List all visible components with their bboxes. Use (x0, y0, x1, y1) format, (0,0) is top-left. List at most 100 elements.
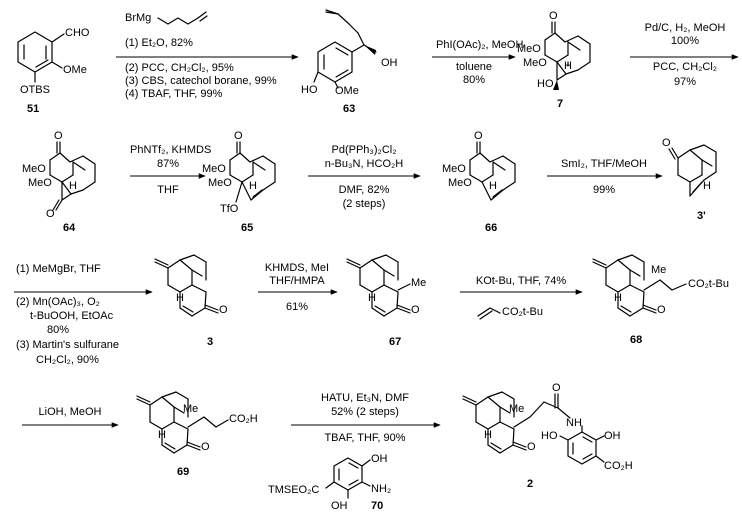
structure-3-prime (668, 144, 717, 197)
step7-condition-2: (2) Mn(OAc)₃, O₂ (16, 296, 100, 308)
step7-condition-5: (3) Martin's sulfurane (16, 339, 119, 351)
step6-yield: 99% (592, 184, 616, 196)
step7-condition-4: 80% (47, 324, 70, 336)
compound-number-66: 66 (485, 222, 498, 234)
atom-o-69: O (201, 441, 210, 453)
compound-number-69: 69 (177, 466, 190, 478)
structure-68 (592, 254, 687, 317)
step3-oxidation: PCC, CH₂Cl₂ (652, 61, 718, 73)
step2-reagent: PhI(OAc)₂, MeOH (436, 39, 524, 51)
step8-yield: 61% (285, 301, 309, 313)
step2-yield: 80% (462, 74, 486, 86)
step10-reagent: LiOH, MeOH (38, 406, 102, 418)
step7-condition-6: CH₂Cl₂, 90% (36, 354, 99, 366)
structure-51 (17, 31, 65, 83)
wedge-63 (364, 45, 376, 55)
step1-condition-4: (4) TBAF, THF, 99% (125, 88, 223, 100)
acrylate-reagent (477, 307, 501, 320)
wedge-7 (553, 80, 559, 90)
step11-coupling: HATU, Et₃N, DMF (321, 392, 409, 404)
structure-67 (346, 254, 411, 317)
atom-h-7: H (564, 60, 572, 72)
atom-co2tbu-68: CO₂t-Bu (688, 278, 729, 290)
atom-h-67: H (368, 292, 376, 304)
compound-number-68: 68 (630, 334, 643, 346)
atom-meo-7a: MeO (517, 43, 541, 55)
atom-o-64-bottom: O (46, 208, 55, 220)
atom-o-3: O (219, 304, 228, 316)
atom-meo-66a: MeO (442, 163, 466, 175)
structure-2 (462, 391, 605, 465)
atom-ho-2: HO (541, 430, 558, 442)
step8-reagent: KHMDS, MeI (264, 262, 330, 274)
compound-number-65: 65 (241, 222, 254, 234)
atom-me-67: Me (411, 277, 427, 289)
compound-number-2: 2 (527, 478, 534, 490)
atom-o-67: O (411, 304, 420, 316)
step4-solvent: THF (157, 184, 179, 196)
atom-o-3-prime: O (662, 137, 671, 149)
atom-nh-2: NH (566, 417, 582, 429)
structure-66 (469, 141, 516, 201)
step7-condition-1: (1) MeMgBr, THF (16, 263, 101, 275)
atom-h-2: H (484, 429, 492, 441)
structure-64 (49, 141, 96, 211)
step2-solvent: toluene (455, 61, 493, 73)
atom-tfo-65: TfO (220, 203, 239, 215)
atom-oh-70-top: OH (371, 453, 388, 465)
step6-reagent: SmI₂, THF/MeOH (561, 158, 647, 170)
compound-number-70: 70 (371, 500, 384, 512)
step5-catalyst: Pd(PPh₃)₂Cl₂ (331, 144, 397, 156)
atom-meo-64b: MeO (28, 177, 52, 189)
step7-condition-3: t-BuOOH, EtOAc (30, 310, 114, 322)
structure-69 (136, 391, 229, 454)
compound-number-67: 67 (389, 336, 402, 348)
atom-ome-63: OMe (335, 85, 359, 97)
atom-o-2-amide: O (552, 382, 561, 394)
step1-condition-2: (2) PCC, CH₂Cl₂, 95% (125, 62, 234, 74)
step8-solvent: THF/HMPA (269, 275, 325, 287)
step3-reagent: Pd/C, H₂, MeOH (644, 22, 726, 34)
atom-meo-65a: MeO (202, 163, 226, 175)
atom-oh-63: OH (381, 57, 398, 69)
step1-condition-3: (3) CBS, catechol borane, 99% (125, 75, 277, 87)
atom-co2h-2: CO₂H (604, 460, 633, 472)
structure-7 (544, 21, 591, 81)
step1-grignard: BrMg (125, 12, 152, 24)
structure-63 (313, 9, 377, 89)
atom-h-65: H (249, 180, 257, 192)
step5-solvent: DMF, 82% (338, 184, 390, 196)
structure-70 (325, 457, 371, 499)
atom-h-3-prime: H (703, 180, 711, 192)
compound-number-63: 63 (343, 103, 356, 115)
atom-meo-65b: MeO (208, 177, 232, 189)
compound-number-7: 7 (557, 98, 564, 110)
atom-ome-51: OMe (63, 64, 87, 76)
pentenyl-chain (157, 11, 208, 25)
compound-number-51: 51 (27, 103, 40, 115)
step4-reagent: PhNTf₂, KHMDS (130, 144, 212, 156)
step11-yield: 52% (2 steps) (331, 406, 399, 418)
atom-oh-2-top: OH (604, 430, 621, 442)
step1-condition-1: (1) Et₂O, 82% (125, 37, 193, 49)
atom-o-2-ketone: O (527, 441, 536, 453)
structure-3 (154, 254, 219, 317)
atom-ho-7: HO (537, 78, 554, 90)
atom-o-7: O (549, 10, 558, 22)
atom-ho-63: HO (301, 84, 318, 96)
atom-o-68: O (657, 304, 666, 316)
atom-me-2: Me (509, 403, 525, 415)
step9-base: KOt-Bu, THF, 74% (475, 275, 567, 287)
step5-steps: (2 steps) (342, 198, 386, 210)
atom-cho-51: CHO (65, 27, 90, 39)
step4-yield: 87% (156, 158, 180, 170)
atom-meo-64a: MeO (22, 163, 46, 175)
step11-deprotection: TBAF, THF, 90% (324, 432, 406, 444)
step3-yield-bottom: 97% (673, 76, 697, 88)
atom-o-64-top: O (54, 130, 63, 142)
atom-h-3: H (176, 292, 184, 304)
atom-nh2-70: NH₂ (371, 483, 392, 495)
compound-number-64: 64 (63, 222, 76, 234)
atom-co2h-69: CO₂H (229, 413, 258, 425)
